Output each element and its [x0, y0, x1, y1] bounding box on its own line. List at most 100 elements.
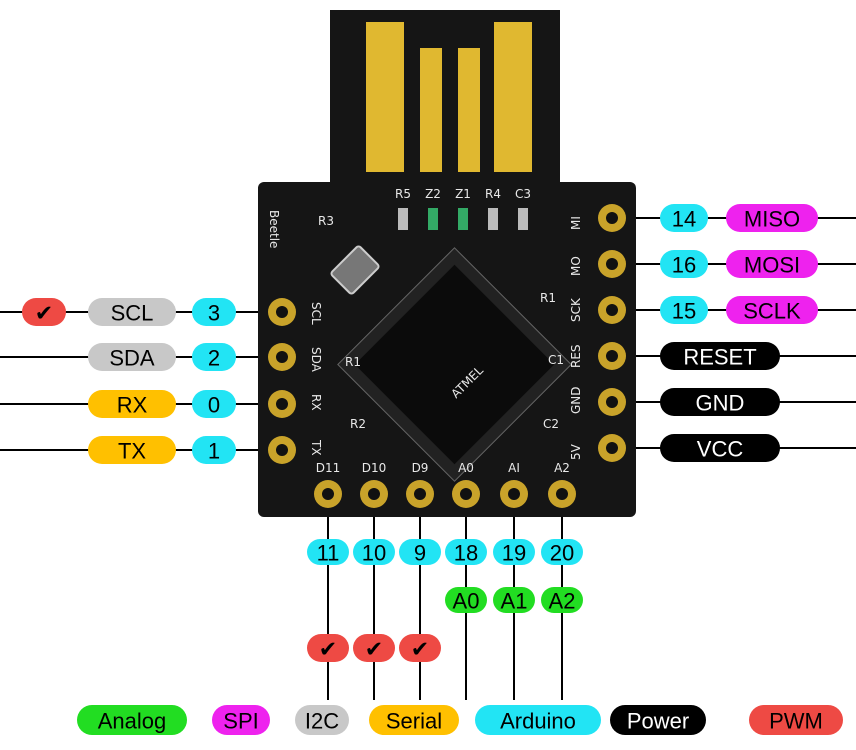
right-pad-label: MI: [569, 216, 583, 230]
component-label: C2: [543, 417, 559, 431]
pwm-label: ✔: [399, 634, 441, 662]
bottom-pad-hole: [556, 488, 568, 500]
legend-serial-bg: [369, 705, 459, 735]
arduino-pin-label-text: 18: [454, 541, 478, 566]
pwm-label-text: ✔: [365, 637, 383, 662]
legend-arduino-bg: [475, 705, 601, 735]
legend-arduino-text: Arduino: [500, 709, 576, 734]
arduino-pin-label-text: 16: [672, 253, 696, 278]
component-label: R2: [350, 417, 366, 431]
analog-label: A0: [445, 587, 487, 614]
analog-label: A1: [493, 587, 535, 614]
function-label: RESET: [660, 342, 780, 370]
bottom-pad-label: D11: [316, 461, 341, 475]
right-pad-label: GND: [569, 386, 583, 414]
function-label-bg: [726, 204, 818, 232]
arduino-pin-label: 3: [192, 298, 236, 326]
pwm-label-bg: [353, 634, 395, 662]
function-label-bg: [660, 388, 780, 416]
arduino-pin-label-bg: [493, 539, 535, 565]
usb-contact: [494, 22, 532, 172]
left-pad-hole: [276, 444, 288, 456]
legend-i2c-bg: [295, 705, 349, 735]
analog-label-bg: [541, 587, 583, 613]
legend-power: Power: [610, 705, 706, 735]
legend-power-bg: [610, 705, 706, 735]
left-pad-hole: [276, 398, 288, 410]
arduino-pin-label-text: 14: [672, 207, 696, 232]
arduino-pin-label-bg: [399, 539, 441, 565]
bottom-pad-label: D9: [412, 461, 429, 475]
arduino-pin-label: 0: [192, 390, 236, 418]
pwm-label-text: ✔: [319, 637, 337, 662]
function-label-bg: [88, 390, 176, 418]
left-pad-label: SDA: [309, 347, 323, 373]
pwm-label: ✔: [353, 634, 395, 662]
arduino-pin-label: 14: [660, 204, 708, 232]
arduino-pin-label: 19: [493, 539, 535, 566]
bottom-pad-hole: [368, 488, 380, 500]
legend-pwm: PWM: [749, 705, 843, 735]
arduino-pin-label-text: 19: [502, 541, 526, 566]
function-label-bg: [88, 298, 176, 326]
analog-label-text: A1: [501, 589, 528, 614]
crystal: [330, 245, 380, 295]
arduino-pin-label-text: 2: [208, 346, 220, 371]
legend-spi-text: SPI: [223, 709, 258, 734]
arduino-pin-label-bg: [192, 436, 236, 464]
function-label: SDA: [88, 343, 176, 371]
part-label: Z1: [455, 187, 471, 201]
bottom-pad-hole: [460, 488, 472, 500]
component-label: R1: [345, 355, 361, 369]
bottom-pad-hole: [322, 488, 334, 500]
part-label: R4: [485, 187, 501, 201]
arduino-pin-label-bg: [192, 298, 236, 326]
arduino-pin-label-text: 0: [208, 393, 220, 418]
bottom-pad-label: AI: [508, 461, 520, 475]
right-pad-hole: [606, 442, 618, 454]
arduino-pin-label-bg: [660, 204, 708, 232]
function-label: SCL: [88, 298, 176, 326]
legend-analog: Analog: [77, 705, 187, 735]
right-pad-hole: [606, 258, 618, 270]
function-label-bg: [726, 296, 818, 324]
smd-part: [398, 208, 408, 230]
arduino-pin-label: 2: [192, 343, 236, 371]
arduino-pin-label-bg: [541, 539, 583, 565]
smd-part: [458, 208, 468, 230]
legend-pwm-bg: [749, 705, 843, 735]
arduino-pin-label: 16: [660, 250, 708, 278]
right-pad-label: SCK: [569, 297, 583, 322]
bottom-pad-hole: [508, 488, 520, 500]
pwm-label: ✔: [22, 298, 66, 326]
function-label-text: SDA: [109, 346, 155, 371]
arduino-pin-label-text: 15: [672, 299, 696, 324]
component-label: R1: [540, 291, 556, 305]
left-pad-label: SCL: [309, 302, 323, 325]
arduino-pin-label: 9: [399, 539, 441, 566]
analog-label-text: A2: [549, 589, 576, 614]
arduino-pin-label-text: 1: [208, 439, 220, 464]
legend-i2c-text: I2C: [305, 709, 339, 734]
analog-label: A2: [541, 587, 583, 614]
component-label: R3: [318, 214, 334, 228]
function-label-text: TX: [118, 439, 146, 464]
analog-label-bg: [493, 587, 535, 613]
function-label: MISO: [726, 204, 818, 232]
analog-label-bg: [445, 587, 487, 613]
legend-i2c: I2C: [295, 705, 349, 735]
arduino-pin-label-bg: [445, 539, 487, 565]
right-pad-label: 5V: [569, 443, 583, 460]
arduino-pin-label-text: 3: [208, 301, 220, 326]
function-label-bg: [726, 250, 818, 278]
function-label: MOSI: [726, 250, 818, 278]
right-pad-hole: [606, 350, 618, 362]
arduino-pin-label: 20: [541, 539, 583, 566]
function-label-text: VCC: [697, 437, 744, 462]
function-label-text: RESET: [683, 345, 756, 370]
function-label: SCLK: [726, 296, 818, 324]
function-label: RX: [88, 390, 176, 418]
